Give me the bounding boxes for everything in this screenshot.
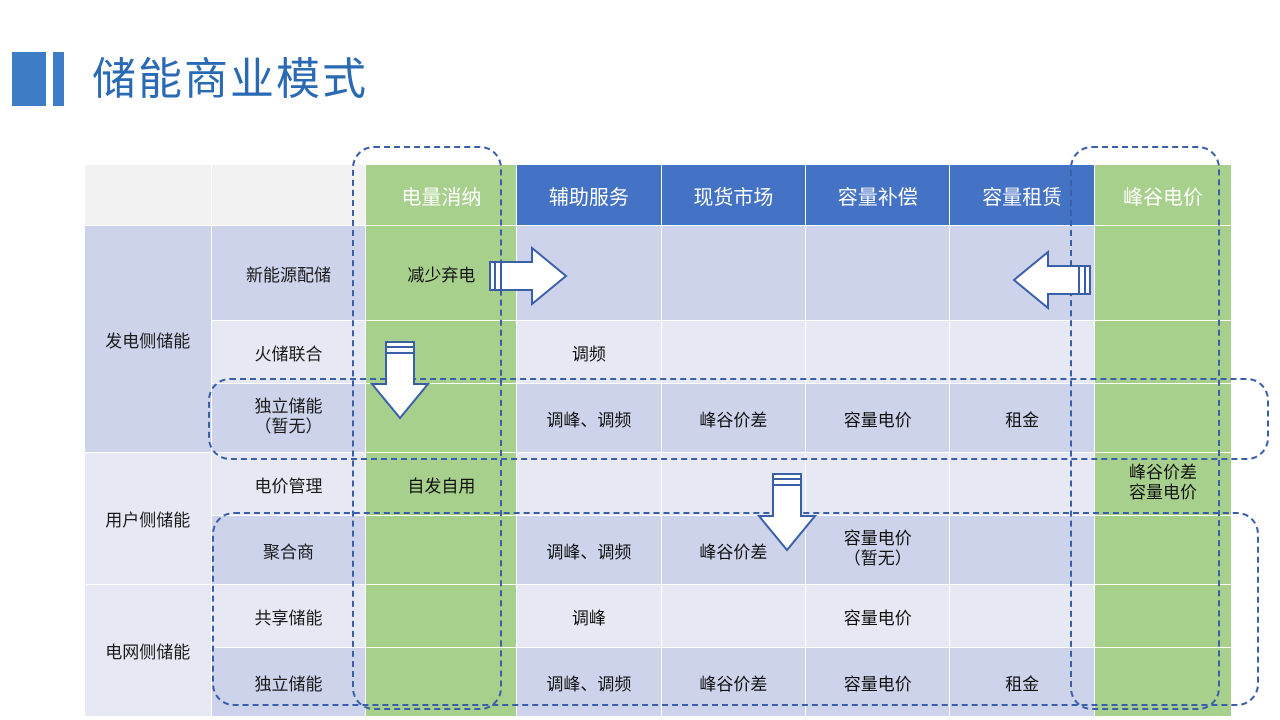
table-header-row: 电量消纳辅助服务现货市场容量补偿容量租赁峰谷电价 bbox=[84, 164, 1233, 226]
table-cell bbox=[949, 515, 1095, 585]
table-cell bbox=[660, 320, 807, 384]
table-cell bbox=[805, 452, 951, 516]
table-cell bbox=[1093, 647, 1233, 717]
table-cell bbox=[1093, 383, 1233, 453]
table-cell bbox=[365, 383, 518, 453]
header-blank-subgroup bbox=[210, 164, 367, 226]
table-cell bbox=[805, 225, 951, 321]
row-subgroup-label: 新能源配储 bbox=[210, 225, 367, 321]
column-header-5[interactable]: 容量租赁 bbox=[949, 164, 1095, 226]
header-blank-group bbox=[84, 164, 212, 226]
table-cell: 峰谷价差 bbox=[660, 383, 807, 453]
table-row: 发电侧储能新能源配储减少弃电 bbox=[84, 225, 1233, 453]
business-model-matrix: 电量消纳辅助服务现货市场容量补偿容量租赁峰谷电价发电侧储能新能源配储减少弃电火储… bbox=[84, 164, 1233, 717]
column-header-3[interactable]: 现货市场 bbox=[660, 164, 807, 226]
table-cell bbox=[660, 584, 807, 648]
table-cell bbox=[1093, 320, 1233, 384]
table-cell: 容量电价 bbox=[805, 647, 951, 717]
table-cell bbox=[516, 452, 662, 516]
page-title: 储能商业模式 bbox=[92, 54, 368, 105]
row-subgroup-label: 独立储能（暂无） bbox=[210, 383, 367, 453]
table-cell bbox=[365, 515, 518, 585]
table-cell: 容量电价（暂无） bbox=[805, 515, 951, 585]
row-subgroup-label: 聚合商 bbox=[210, 515, 367, 585]
table-cell bbox=[365, 584, 518, 648]
row-subgroup-label: 共享储能 bbox=[210, 584, 367, 648]
column-header-6[interactable]: 峰谷电价 bbox=[1093, 164, 1233, 226]
row-subgroup-label: 独立储能 bbox=[210, 647, 367, 717]
table-cell: 峰谷价差 bbox=[660, 515, 807, 585]
table-row: 独立储能（暂无） 调峰、调频峰谷价差容量电价租金 bbox=[85, 383, 1233, 453]
title-accent-block-large bbox=[12, 52, 46, 106]
table-cell: 自发自用 bbox=[365, 452, 518, 516]
table-row: 火储联合 调频 bbox=[85, 320, 1233, 384]
table-cell: 容量电价 bbox=[805, 584, 951, 648]
table-cell bbox=[949, 320, 1095, 384]
row-group-label: 用户侧储能 bbox=[84, 452, 212, 585]
row-group-label: 发电侧储能 bbox=[84, 225, 212, 453]
table-cell: 峰谷价差 bbox=[660, 647, 807, 717]
table-cell: 调频 bbox=[516, 320, 662, 384]
table-cell bbox=[365, 647, 518, 717]
table-cell: 调峰、调频 bbox=[516, 515, 662, 585]
table-cell bbox=[805, 320, 951, 384]
table-row: 独立储能 调峰、调频峰谷价差容量电价租金 bbox=[85, 647, 1233, 717]
table-cell bbox=[1093, 225, 1233, 321]
table-row: 聚合商 调峰、调频峰谷价差容量电价（暂无） bbox=[85, 515, 1233, 585]
table-cell bbox=[949, 452, 1095, 516]
table-cell bbox=[1093, 515, 1233, 585]
table-cell: 峰谷价差容量电价 bbox=[1093, 452, 1233, 516]
table-cell: 调峰、调频 bbox=[516, 383, 662, 453]
row-group-label: 电网侧储能 bbox=[84, 584, 212, 717]
title-accent-block-small bbox=[53, 52, 64, 106]
table-cell bbox=[949, 225, 1095, 321]
column-header-4[interactable]: 容量补偿 bbox=[805, 164, 951, 226]
table-cell bbox=[660, 452, 807, 516]
table-row: 电网侧储能共享储能调峰容量电价 bbox=[84, 584, 1233, 717]
table-cell: 调峰 bbox=[516, 584, 662, 648]
table-cell: 容量电价 bbox=[805, 383, 951, 453]
table-cell: 调峰、调频 bbox=[516, 647, 662, 717]
table-cell: 租金 bbox=[949, 383, 1095, 453]
table-cell bbox=[949, 584, 1095, 648]
table-cell: 租金 bbox=[949, 647, 1095, 717]
table-cell bbox=[516, 225, 662, 321]
table-cell bbox=[660, 225, 807, 321]
table-body: 电量消纳辅助服务现货市场容量补偿容量租赁峰谷电价发电侧储能新能源配储减少弃电火储… bbox=[84, 164, 1233, 717]
table-cell bbox=[365, 320, 518, 384]
table-row: 用户侧储能电价管理自发自用 峰谷价差容量电价 bbox=[84, 452, 1233, 585]
table-cell bbox=[1093, 584, 1233, 648]
row-subgroup-label: 电价管理 bbox=[210, 452, 367, 516]
column-header-1[interactable]: 电量消纳 bbox=[365, 164, 518, 226]
table-cell: 减少弃电 bbox=[365, 225, 518, 321]
row-subgroup-label: 火储联合 bbox=[210, 320, 367, 384]
slide-title-bar: 储能商业模式 bbox=[0, 48, 1280, 108]
column-header-2[interactable]: 辅助服务 bbox=[516, 164, 662, 226]
